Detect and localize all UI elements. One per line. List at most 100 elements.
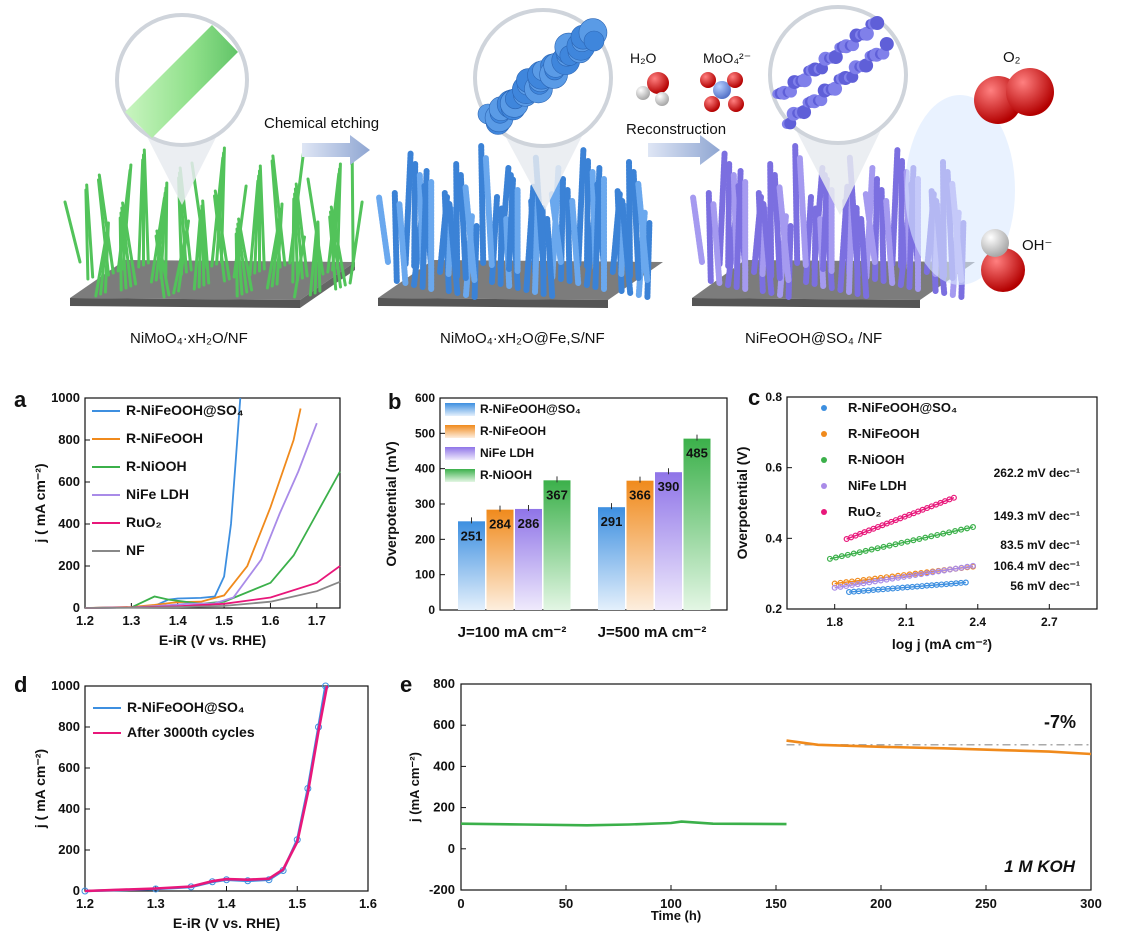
grass-blade	[306, 177, 325, 276]
grass-blade	[329, 205, 347, 287]
grass-blade	[154, 234, 166, 299]
panel-letter-e: e	[400, 672, 412, 697]
rod	[396, 201, 409, 286]
condition-label: 1 M KOH	[1004, 857, 1076, 876]
water-molecule-icon	[636, 72, 669, 106]
x-tick-label-e: 150	[765, 896, 787, 911]
water-label: H₂O	[630, 50, 657, 66]
rod	[489, 194, 500, 285]
x-tick-label-a: 1.5	[215, 613, 233, 628]
y-tick-label-a: 1000	[51, 390, 80, 405]
arrow-label-2: Reconstruction	[626, 121, 726, 138]
substrate-3-edge	[692, 298, 920, 308]
grass-blade	[219, 146, 226, 264]
molybdate-icon	[700, 72, 744, 112]
bar-value-label: 485	[686, 446, 708, 461]
rod	[575, 147, 587, 267]
slope-label: 56 mV dec⁻¹	[1010, 579, 1080, 593]
plot-frame-d	[84, 685, 369, 892]
bar	[683, 438, 711, 610]
x-tick-label-d: 1.3	[147, 896, 165, 911]
bar-value-label: 367	[546, 487, 568, 502]
panel-letter-d: d	[14, 672, 27, 697]
substrate-2-edge	[378, 298, 608, 308]
rod	[544, 216, 556, 299]
rod	[862, 191, 878, 265]
grass-blade	[329, 210, 342, 289]
bar-value-label: 284	[489, 517, 511, 532]
grass-blade	[235, 227, 244, 296]
scheme-label-1: NiMoO₄·xH₂O/NF	[130, 330, 248, 347]
substrate-1-side	[300, 262, 355, 308]
legend-label-a: RuO₂	[126, 514, 162, 530]
grass-blade	[271, 154, 287, 267]
y-tick-label-d: 400	[58, 801, 80, 816]
x-axis-label-a: E-iR (V vs. RHE)	[159, 632, 266, 648]
rod	[548, 191, 564, 265]
rough-particle	[879, 37, 894, 51]
rough-particle	[859, 58, 874, 73]
rod	[716, 150, 728, 267]
y-tick-label-e: 0	[448, 841, 455, 856]
y-tick-label-d: 1000	[51, 678, 80, 693]
rough-rod-icon	[772, 16, 894, 130]
rod	[898, 158, 905, 269]
grass-blade	[201, 199, 211, 285]
rod	[767, 161, 775, 279]
sphere	[583, 30, 605, 52]
hydroxide-label: OH⁻	[1022, 237, 1052, 254]
fit-line-c	[829, 526, 974, 560]
y-tick-label-e: 800	[433, 676, 455, 691]
category-label: J=500 mA cm⁻²	[598, 624, 707, 641]
grass-blade	[97, 173, 115, 275]
bar	[598, 507, 625, 610]
rod	[858, 216, 870, 299]
y-tick-label-a: 200	[58, 558, 80, 573]
legend-label-c: R-NiFeOOH	[848, 426, 920, 441]
bar-value-label: 390	[658, 479, 680, 494]
oxygen-molecule-icon	[974, 68, 1054, 124]
substrate-1-edge	[70, 298, 300, 308]
rod	[705, 190, 714, 284]
rough-particle	[828, 81, 843, 96]
plot-frame-c	[786, 396, 1098, 610]
grass-blade	[142, 148, 150, 265]
grass-blade	[84, 188, 90, 281]
panel-letter-c: c	[748, 385, 760, 410]
rough-particle	[797, 73, 812, 88]
grass-blade	[155, 229, 171, 297]
bar-value-label: 286	[518, 516, 540, 531]
y-tick-label-a: 600	[58, 474, 80, 489]
substrate-1	[70, 260, 355, 300]
x-tick-label-a: 1.4	[169, 613, 188, 628]
y-tick-label-d: 200	[58, 842, 80, 857]
rod	[584, 158, 591, 269]
slope-label: 149.3 mV dec⁻¹	[994, 509, 1080, 523]
legend-label-a: NiFe LDH	[126, 486, 189, 502]
legend-label-c: R-NiFeOOH@SO₄	[848, 400, 957, 415]
legend-label-d: R-NiFeOOH@SO₄	[127, 699, 245, 715]
x-tick-label-a: 1.3	[122, 613, 140, 628]
rod	[462, 183, 478, 283]
rod	[889, 147, 901, 267]
y-tick-label-e: -200	[429, 882, 455, 897]
annotation-label: -7%	[1044, 712, 1076, 732]
y-tick-label-b: 200	[415, 532, 435, 546]
fit-line-c	[848, 581, 966, 593]
grass-blade	[213, 189, 231, 281]
series-line-d	[84, 685, 329, 893]
x-tick-label-c: 2.1	[898, 615, 915, 629]
x-tick-label-d: 1.4	[217, 896, 236, 911]
fit-line-c	[834, 565, 974, 589]
slope-label: 262.2 mV dec⁻¹	[994, 466, 1080, 480]
panel-letter-a: a	[14, 387, 27, 412]
rod	[776, 183, 792, 283]
x-tick-label-d: 1.2	[76, 896, 94, 911]
rod	[411, 161, 419, 269]
rod	[376, 194, 391, 265]
y-tick-label-a: 800	[58, 432, 80, 447]
grass-blade	[294, 182, 309, 278]
legend-label-c: R-NiOOH	[848, 452, 904, 467]
rod	[626, 158, 633, 279]
